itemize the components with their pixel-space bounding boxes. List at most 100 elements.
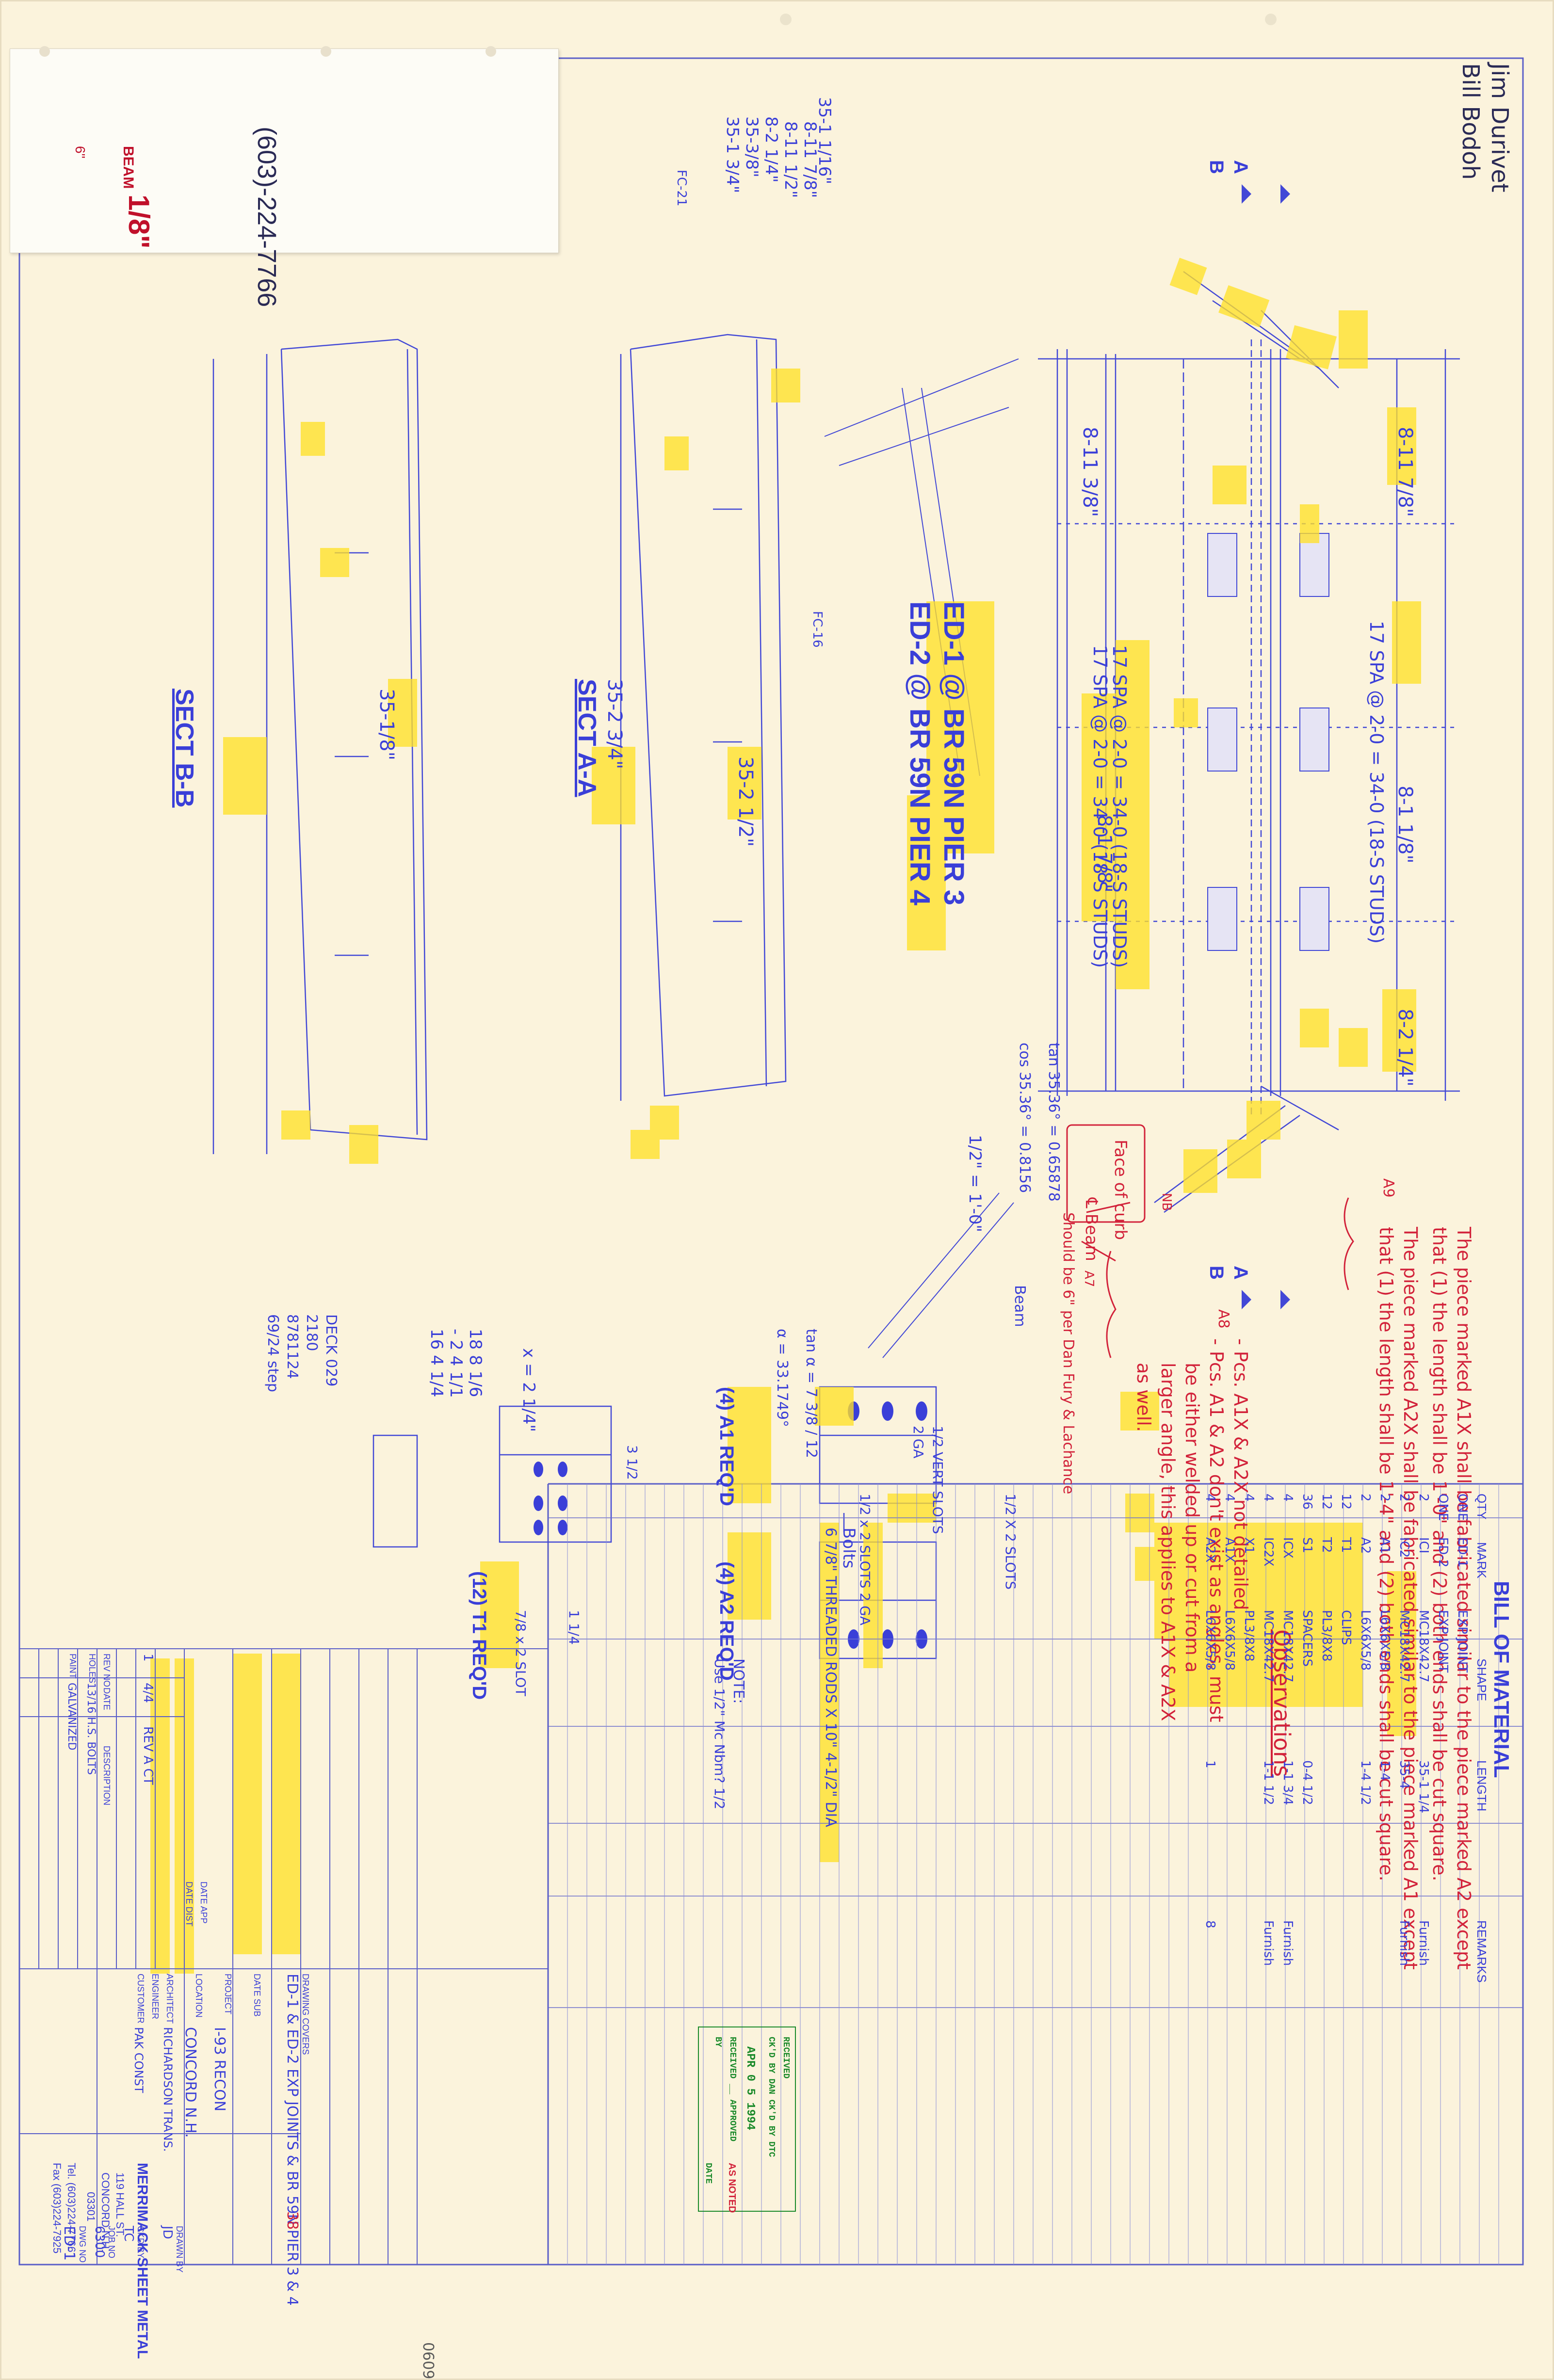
bom-cell: ICX [1280, 1537, 1295, 1559]
dim-label: 8-1 7/8" [1093, 815, 1116, 893]
bom-cell: 2 [1377, 1494, 1392, 1502]
bom-cell: X1 [1242, 1537, 1256, 1554]
section-marker-b-end: B [1206, 1266, 1227, 1280]
angle-note: α = 33.1749° [774, 1329, 791, 1428]
note-phone: (603)-224-7766 [252, 127, 281, 307]
angle-note: 35-3/8" [742, 116, 761, 177]
ckd-by-value: TC [121, 2226, 136, 2242]
detail-label: 2 GA [910, 1426, 926, 1459]
bom-cell: 1 [1203, 1760, 1217, 1769]
date-dist-label: DATE DIST [184, 1881, 194, 1927]
architect-label: ARCHITECT [165, 1974, 175, 2024]
a2-reqd-label: (4) A2 REQ'D [716, 1561, 737, 1681]
bom-cell: T2 [1319, 1537, 1334, 1553]
bom-cell: EXP JOINT [1436, 1610, 1450, 1673]
bom-cell: L6X6X5/8 [1358, 1610, 1373, 1671]
date-sub-label: DATE SUB [252, 1974, 262, 2017]
binder-hole [39, 46, 50, 57]
bom-cell: 1-4 1/2 [1358, 1760, 1373, 1805]
observation-line: larger angle, this applies to A1X & A2X [1157, 1363, 1179, 1721]
bom-header-shape: SHAPE [1474, 1658, 1489, 1702]
bom-cell: 12 [1339, 1494, 1353, 1510]
dwg-no-value: ED-1 [61, 2226, 78, 2261]
angle-note: 8-2 1/4" [761, 116, 781, 183]
engineer-label: ENGINEER [150, 1974, 160, 2020]
note-mark-eighth: 1/8" [123, 194, 155, 249]
rev-date-label: DATE [102, 1688, 112, 1710]
holes-label: HOLES [87, 1654, 97, 1684]
section-marker-a: A [1230, 160, 1251, 174]
rev-desc-label: DESCRIPTION [102, 1746, 112, 1806]
note-mark-six: 6" [73, 146, 88, 159]
angle-note: 35-1 1/16" [815, 97, 834, 184]
bom-cell: 1-4 [1377, 1760, 1392, 1781]
bom-cell: 4 [1242, 1494, 1256, 1502]
dim-label: 8-2 1/4" [1394, 1009, 1416, 1087]
section-marker-b: B [1206, 160, 1227, 174]
red-note-line: that (1) the length shall be 1'-4" and (… [1376, 1227, 1397, 1881]
bom-cell: IC2X [1261, 1537, 1276, 1567]
dim-label: 35-2 3/4" [603, 679, 626, 770]
location-value: CONCORD N.H. [182, 2027, 199, 2138]
stamp-checked: CK'D BY DAN CK'D BY DTC [766, 2037, 776, 2157]
ref-number: 69/24 step [264, 1314, 281, 1392]
observation-line: as well. [1133, 1363, 1154, 1432]
binder-hole [486, 46, 496, 57]
detail-label: 1/2 VERT SLOTS [930, 1426, 946, 1534]
bom-cell: CLIPS [1339, 1610, 1353, 1645]
observation-line: - Pcs. A1X & A2X not detailed [1230, 1338, 1251, 1610]
section-a-a-title: SECT A-A [573, 679, 601, 797]
dim-label: 17 SPA @ 2-0 = 34-0 (18-S STUDS) [1366, 621, 1387, 944]
cl-beam-note: ℄ Beam [1082, 1198, 1101, 1261]
dim-label: 8-11 3/8" [1079, 427, 1101, 517]
binder-hole [321, 46, 331, 57]
bom-cell: 2 [1358, 1494, 1373, 1502]
red-note-line: The piece marked A1X shall be fabricated… [1453, 1227, 1474, 1970]
bom-cell: L6X6X5/8 [1203, 1610, 1217, 1671]
angle-note: 8-11 1/2" [781, 121, 800, 198]
detail-label: 1 1/4 [566, 1610, 582, 1645]
rev-desc: REV A CT [141, 1726, 155, 1785]
rev-no-label: REV NO [102, 1654, 112, 1688]
bom-cell: 2 [1416, 1494, 1431, 1502]
drafter-name: Jim Durivet [1486, 63, 1513, 193]
holes-value: 13/16 H.S. BOLTS [85, 1683, 97, 1775]
bom-header-length: LENGTH [1474, 1760, 1489, 1812]
customer-label: CUSTOMER [136, 1974, 146, 2024]
rev-date: 4/4 [141, 1683, 155, 1703]
dwg-no-label: DWG NO [78, 2226, 87, 2263]
drawing-covers-value: ED-1 & ED-2 EXP JOINTS & BR 59N PIER 3 &… [284, 1974, 301, 2306]
bom-cell: 36 [1300, 1494, 1314, 1510]
drawing-covers-label: DRAWING COVERS [301, 1974, 310, 2055]
a1-reqd-label: (4) A1 REQ'D [716, 1387, 737, 1506]
observation-line: be either welded up or cut from a [1182, 1363, 1203, 1673]
stamp-approved: RECEIVED __ APPROVED [728, 2037, 737, 2142]
rev-no: 1 [141, 1654, 155, 1662]
detail-label: 7/8 x 2 SLOT [513, 1610, 529, 1696]
bom-cell: 4 [1280, 1494, 1295, 1502]
bom-cell: 1-1 1/2 [1261, 1760, 1276, 1805]
bom-cell: 4 [1222, 1494, 1237, 1502]
should-be-note: Should be 6" per Dan Fury & Lachance [1060, 1212, 1077, 1495]
bom-cell: Furnish [1280, 1920, 1295, 1966]
bom-cell: L6X6X5/8 [1377, 1610, 1392, 1671]
engineer-value: RICHARDSON TRANS. [161, 2027, 175, 2152]
detail-label: 1/2 X 2 SLOTS [1003, 1494, 1019, 1590]
bolts-label: Bolts [839, 1528, 858, 1569]
project-value: I-93 RECON [211, 2027, 228, 2112]
face-of-curb-note: Face of curb [1111, 1140, 1130, 1240]
t1-reqd-label: (12) T1 REQ'D [469, 1571, 490, 1700]
x-equation: x = 2 1/4" [519, 1348, 538, 1432]
company-name: MERRIMACK SHEET METAL [134, 2163, 150, 2359]
angle-note: 35-1 3/4" [723, 116, 742, 193]
bom-cell: L6X6X5/8 [1222, 1610, 1237, 1671]
dim-label: 35-1/8" [375, 689, 398, 761]
dim-label: 8-11 7/8" [1394, 427, 1416, 517]
ref-number: 8781124 [284, 1314, 301, 1379]
bom-cell: ICI [1416, 1537, 1431, 1554]
fc16-label: FC-16 [810, 611, 825, 648]
paint-label: PAINT [68, 1654, 78, 1679]
bom-cell: MC18X42.7 [1261, 1610, 1276, 1683]
fraction-calc: - 2 4 1/1 [446, 1329, 466, 1398]
